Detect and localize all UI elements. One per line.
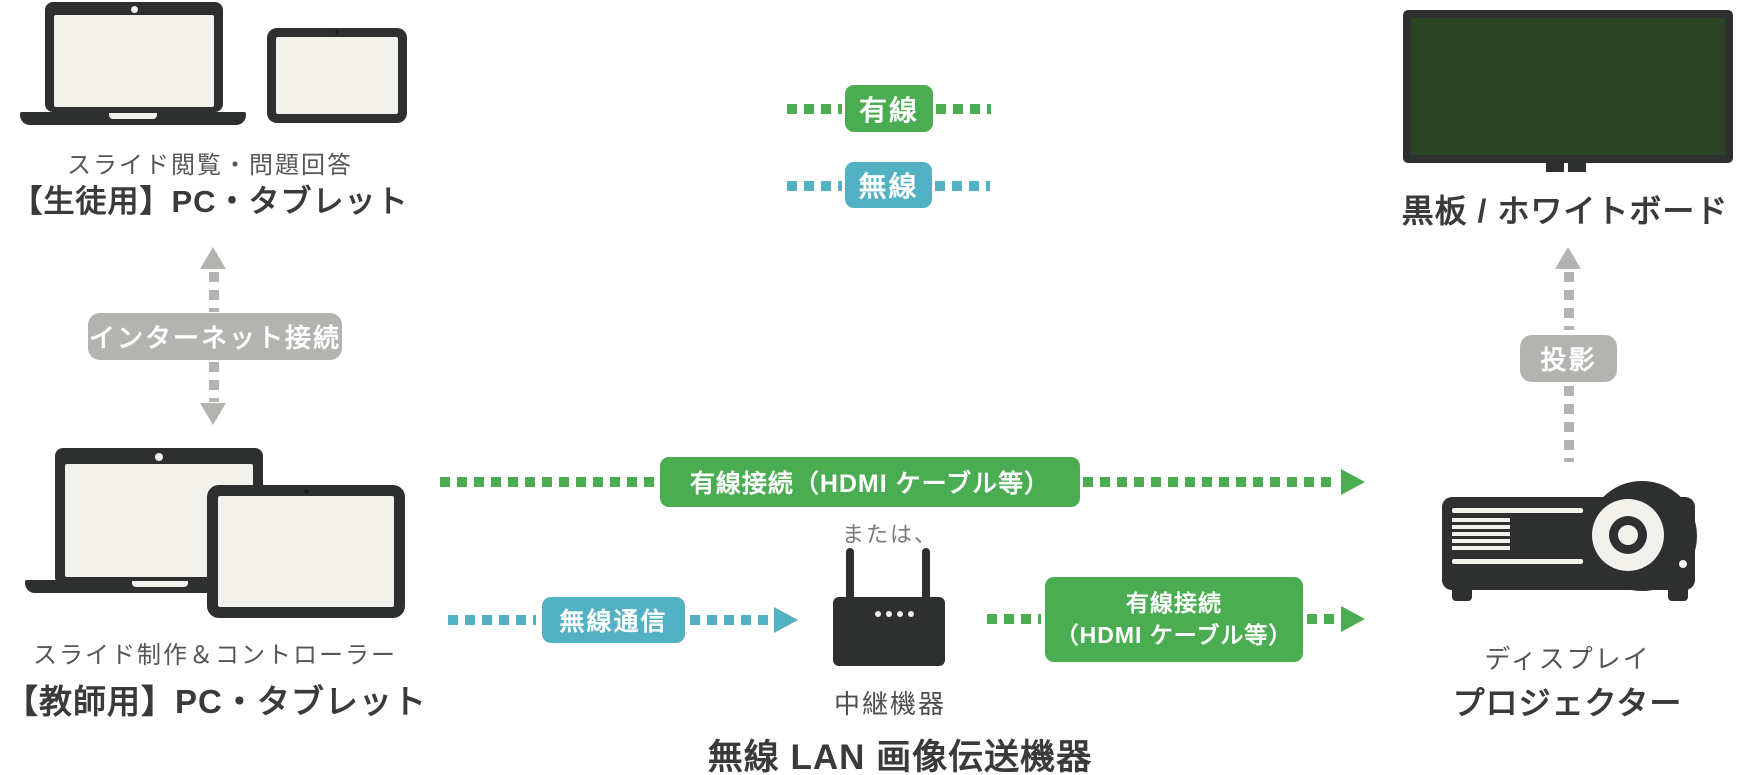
laptop-base bbox=[20, 112, 246, 125]
relay-wired-dots-right bbox=[1307, 614, 1343, 624]
legend-wireless-label: 無線 bbox=[858, 171, 919, 202]
internet-dots-top bbox=[209, 272, 219, 312]
relay-wired-dots-left bbox=[987, 614, 1041, 624]
student-caption-small: スライド閲覧・問題回答 bbox=[67, 152, 353, 179]
legend-wireless-badge: 無線 bbox=[845, 162, 932, 208]
relay-group-caption: 無線 LAN 画像伝送機器 bbox=[707, 738, 1093, 775]
projection-badge: 投影 bbox=[1520, 335, 1617, 382]
wireless-arrowhead-icon bbox=[774, 607, 798, 633]
projection-label: 投影 bbox=[1540, 345, 1597, 375]
relay-wired-label-line1: 有線接続 bbox=[1126, 590, 1222, 617]
wireless-badge: 無線通信 bbox=[542, 597, 685, 643]
or-label: または、 bbox=[841, 522, 938, 547]
arrow-up-icon bbox=[200, 247, 226, 269]
legend-wired-label: 有線 bbox=[858, 94, 919, 126]
legend-wired-dots-left bbox=[787, 104, 842, 114]
relay-device-label: 中継機器 bbox=[833, 689, 946, 719]
wired-direct-dots-left bbox=[440, 477, 655, 487]
student-devices-group: スライド閲覧・問題回答 【生徒用】PC・タブレット bbox=[0, 0, 430, 230]
internet-label: インターネット接続 bbox=[88, 323, 341, 353]
arrow-down-icon bbox=[200, 403, 226, 425]
legend-wireless-dots-right bbox=[935, 181, 990, 191]
wireless-label: 無線通信 bbox=[559, 608, 668, 636]
projector-caption-small: ディスプレイ bbox=[1484, 644, 1651, 674]
router-icon bbox=[833, 597, 945, 666]
wired-direct-badge: 有線接続（HDMI ケーブル等） bbox=[660, 457, 1080, 507]
wireless-dots-left bbox=[448, 615, 536, 625]
internet-badge: インターネット接続 bbox=[88, 313, 342, 360]
projection-arrowhead-icon bbox=[1555, 247, 1581, 269]
internet-dots-bottom bbox=[209, 362, 219, 402]
teacher-laptop-base bbox=[25, 580, 260, 593]
legend-wireless-dots-left bbox=[787, 181, 842, 191]
projector-caption-bold: プロジェクター bbox=[1452, 685, 1683, 721]
legend-wired-dots-right bbox=[936, 104, 991, 114]
wired-direct-label: 有線接続（HDMI ケーブル等） bbox=[689, 470, 1051, 498]
relay-wired-arrowhead-icon bbox=[1341, 606, 1365, 632]
blackboard-tab-right bbox=[1568, 163, 1586, 172]
router-antenna-right bbox=[922, 548, 930, 603]
blackboard-icon bbox=[1403, 10, 1733, 163]
laptop-icon bbox=[45, 2, 223, 112]
router-antenna-left bbox=[846, 548, 854, 603]
legend-wired-badge: 有線 bbox=[845, 85, 933, 132]
relay-wired-badge: 有線接続 （HDMI ケーブル等） bbox=[1045, 577, 1303, 662]
wireless-dots-right bbox=[690, 615, 770, 625]
student-caption-bold: 【生徒用】PC・タブレット bbox=[11, 184, 409, 219]
teacher-tablet-icon bbox=[207, 485, 405, 618]
projection-dots-top bbox=[1564, 272, 1574, 330]
projector-lens-center bbox=[1618, 525, 1638, 545]
blackboard-tab-left bbox=[1546, 163, 1564, 172]
projector-foot-right bbox=[1668, 589, 1688, 601]
projection-dots-bottom bbox=[1564, 386, 1574, 462]
projector-foot-left bbox=[1452, 589, 1472, 601]
tablet-icon bbox=[267, 28, 407, 123]
board-caption: 黒板 / ホワイトボード bbox=[1401, 193, 1729, 229]
wired-direct-dots-right bbox=[1083, 477, 1338, 487]
relay-wired-label-line2: （HDMI ケーブル等） bbox=[1055, 621, 1293, 648]
wired-direct-arrowhead-icon bbox=[1341, 469, 1365, 495]
teacher-caption-bold: 【教師用】PC・タブレット bbox=[5, 683, 427, 720]
teacher-caption-small: スライド制作＆コントローラー bbox=[33, 642, 397, 669]
